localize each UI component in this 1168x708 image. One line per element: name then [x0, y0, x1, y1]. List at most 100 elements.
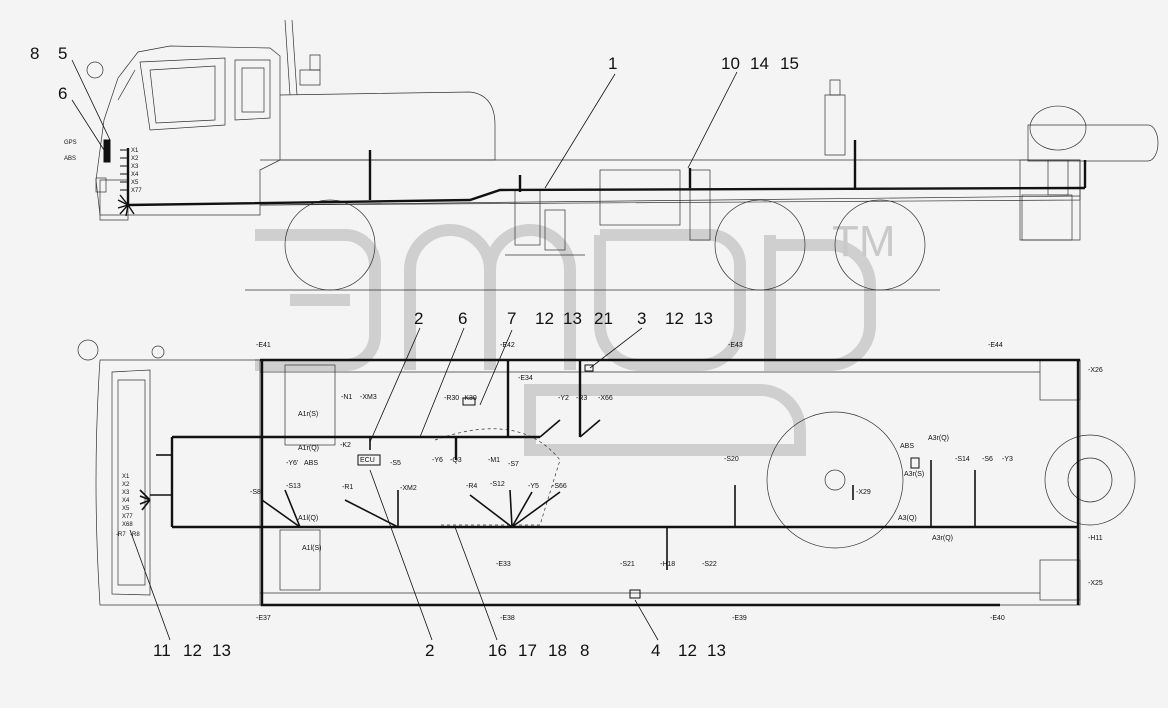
svg-text:-H11: -H11: [1088, 535, 1103, 542]
top-leaders: [129, 327, 659, 641]
comp-4: [629, 589, 641, 599]
svg-text:X2: X2: [122, 482, 130, 488]
svg-text:-R8: -R8: [130, 532, 140, 538]
comp-abs3: [910, 457, 920, 469]
svg-text:X3: X3: [122, 490, 130, 496]
svg-text:X2: X2: [131, 156, 139, 162]
svg-text:-Y3: -Y3: [1002, 456, 1013, 463]
svg-text:A3(Q): A3(Q): [898, 515, 917, 522]
callout-7: 7: [507, 309, 517, 328]
callout-1: 1: [608, 54, 618, 73]
svg-text:-S66: -S66: [552, 483, 567, 490]
svg-text:X1: X1: [131, 148, 139, 154]
side-connectors: [103, 139, 128, 191]
comp-k30: [462, 397, 476, 406]
watermark-tm: TM: [832, 217, 896, 266]
callout-12-bot2: 12: [678, 641, 697, 660]
side-connector-labels: X1 X2 X3 X4 X5 X77: [131, 148, 142, 194]
svg-text:-X66: -X66: [598, 395, 613, 402]
top-branches: [139, 419, 976, 570]
svg-text:-Q3: -Q3: [450, 457, 462, 464]
svg-text:-X26: -X26: [1088, 367, 1103, 374]
svg-text:-E41: -E41: [256, 342, 271, 349]
svg-text:-E44: -E44: [988, 342, 1003, 349]
top-component-labels: -E41 -E42 -E43 -E44 -E34 -N1 -XM3 A1r(S)…: [250, 342, 1103, 622]
svg-text:A3r(Q): A3r(Q): [932, 535, 953, 542]
svg-text:-Y6: -Y6: [432, 457, 443, 464]
callout-12-top2: 12: [665, 309, 684, 328]
callout-3: 3: [637, 309, 647, 328]
svg-text:-Y2: -Y2: [558, 395, 569, 402]
svg-text:X4: X4: [131, 172, 139, 178]
svg-text:A3r(Q): A3r(Q): [928, 435, 949, 442]
svg-text:-Y6': -Y6': [286, 460, 298, 467]
callout-4: 4: [651, 641, 661, 660]
callout-21: 21: [594, 309, 613, 328]
svg-text:-X25: -X25: [1088, 580, 1103, 587]
svg-text:A1l(Q): A1l(Q): [298, 515, 318, 522]
svg-text:-XM2: -XM2: [400, 485, 417, 492]
side-view: [86, 19, 1159, 291]
svg-text:-K30: -K30: [462, 395, 477, 402]
svg-text:X5: X5: [122, 506, 130, 512]
svg-text:X4: X4: [122, 498, 130, 504]
svg-text:X1: X1: [122, 474, 130, 480]
top-harness: [170, 358, 1080, 607]
svg-text:X68: X68: [122, 522, 133, 528]
svg-text:-K2: -K2: [340, 442, 351, 449]
svg-text:ECU: ECU: [360, 457, 375, 464]
svg-text:-M1: -M1: [488, 457, 500, 464]
svg-text:-R4: -R4: [466, 483, 477, 490]
callout-13-bot: 13: [212, 641, 231, 660]
svg-text:-R3: -R3: [576, 395, 587, 402]
svg-text:-N1: -N1: [341, 394, 352, 401]
svg-text:-H18: -H18: [660, 561, 675, 568]
svg-text:ABS: ABS: [304, 460, 318, 467]
svg-text:A1l(S): A1l(S): [302, 545, 321, 552]
side-harness: [126, 140, 1087, 207]
callout-17: 17: [518, 641, 537, 660]
watermark: [255, 224, 876, 456]
label-abs: ABS: [64, 156, 76, 162]
svg-text:-S7: -S7: [508, 461, 519, 468]
svg-text:-S20: -S20: [724, 456, 739, 463]
svg-text:-E38: -E38: [500, 615, 515, 622]
svg-text:-X29: -X29: [856, 489, 871, 496]
callout-13-top: 13: [563, 309, 582, 328]
callout-12-top: 12: [535, 309, 554, 328]
svg-text:-E37: -E37: [256, 615, 271, 622]
callout-2-top: 2: [414, 309, 424, 328]
callout-16: 16: [488, 641, 507, 660]
svg-text:-S8: -S8: [250, 489, 261, 496]
callout-2-bot: 2: [425, 641, 435, 660]
callout-18: 18: [548, 641, 567, 660]
svg-text:-XM3: -XM3: [360, 394, 377, 401]
callout-14: 14: [750, 54, 769, 73]
svg-text:A3r(S): A3r(S): [904, 471, 924, 478]
comp-21: [584, 364, 594, 372]
svg-text:-R7: -R7: [116, 532, 126, 538]
svg-text:-S21: -S21: [620, 561, 635, 568]
svg-text:-E34: -E34: [518, 375, 533, 382]
svg-text:X3: X3: [131, 164, 139, 170]
callout-12-bot: 12: [183, 641, 202, 660]
side-leaders: [71, 59, 738, 189]
callout-11: 11: [153, 641, 171, 660]
callout-13-top2: 13: [694, 309, 713, 328]
callout-15: 15: [780, 54, 799, 73]
callout-5: 5: [58, 44, 68, 63]
svg-text:X77: X77: [122, 514, 133, 520]
svg-text:-E42: -E42: [500, 342, 515, 349]
comp-ecu: [357, 454, 381, 466]
svg-text:-S6: -S6: [982, 456, 993, 463]
callout-8-bot: 8: [580, 641, 590, 660]
svg-text:-S22: -S22: [702, 561, 717, 568]
callout-6-top: 6: [458, 309, 468, 328]
svg-text:-S12: -S12: [490, 481, 505, 488]
svg-text:-S14: -S14: [955, 456, 970, 463]
callout-8: 8: [30, 44, 40, 63]
svg-text:-R1: -R1: [342, 484, 353, 491]
svg-text:A1r(Q): A1r(Q): [298, 445, 319, 452]
